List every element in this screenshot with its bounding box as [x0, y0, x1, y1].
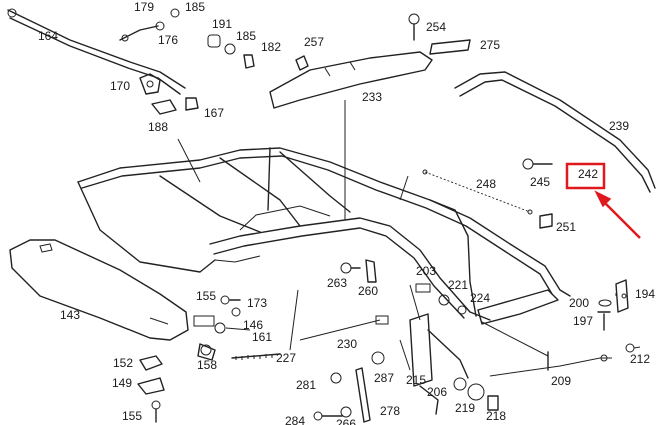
label-212: 212: [630, 352, 650, 366]
label-146: 146: [243, 318, 263, 332]
clip-152: [139, 355, 163, 371]
label-239: 239: [609, 119, 629, 133]
nut-158: [200, 344, 212, 356]
clip-188: [151, 99, 177, 115]
label-263: 263: [327, 276, 347, 290]
cable-230: [299, 315, 389, 341]
bolt-284: [313, 406, 352, 421]
label-278: 278: [380, 404, 400, 418]
hinge-assembly: [409, 283, 499, 415]
label-233: 233: [362, 90, 382, 104]
label-173: 173: [247, 296, 267, 310]
washer-281: [330, 372, 342, 384]
label-260: 260: [358, 284, 378, 298]
trim-panel-233: [269, 51, 433, 109]
label-197: 197: [573, 314, 593, 328]
bracket-149: [137, 377, 165, 395]
label-242: 242: [578, 167, 598, 181]
leader-lines: [177, 100, 641, 371]
label-219: 219: [455, 401, 475, 415]
label-185a: 185: [185, 0, 205, 14]
bumper-167: [185, 97, 199, 111]
label-281: 281: [296, 378, 316, 392]
label-266: 266: [336, 417, 356, 425]
label-155b: 155: [122, 409, 142, 423]
highlight-box: [565, 162, 606, 190]
label-158: 158: [197, 358, 217, 372]
rod-176: [119, 8, 180, 42]
label-218: 218: [486, 409, 506, 423]
washer-200: [598, 299, 612, 307]
nut-287: [371, 351, 385, 365]
clip-257: [295, 55, 309, 71]
highlight-242: [565, 162, 641, 239]
label-227: 227: [276, 351, 296, 365]
label-287: 287: [374, 371, 394, 385]
screw-263: [340, 262, 361, 274]
highlight-arrow-shaft: [599, 197, 641, 239]
fasteners-185-191-182: [207, 34, 255, 69]
strap-278: [355, 367, 371, 423]
hook-260: [365, 259, 377, 283]
label-203: 203: [416, 264, 436, 278]
label-209: 209: [551, 374, 571, 388]
label-215: 215: [406, 373, 426, 387]
screw-254: [408, 13, 420, 41]
label-248: 248: [476, 177, 496, 191]
label-200: 200: [569, 296, 589, 310]
label-245: 245: [530, 175, 550, 189]
screw-197: [597, 311, 611, 331]
label-149: 149: [112, 376, 132, 390]
label-188: 188: [148, 120, 168, 134]
label-155a: 155: [196, 289, 216, 303]
highlight-arrow-head: [594, 190, 612, 208]
bracket-194: [615, 279, 629, 313]
hardware-group-155-173-146-161: [193, 295, 281, 361]
label-152: 152: [113, 356, 133, 370]
label-185b: 185: [236, 29, 256, 43]
label-224: 224: [470, 291, 490, 305]
nut-212: [625, 343, 635, 353]
label-221: 221: [448, 278, 468, 292]
rail-239: [454, 71, 656, 193]
bumper-251: [539, 213, 553, 229]
label-251: 251: [556, 220, 576, 234]
label-206: 206: [427, 385, 447, 399]
rear-panel-143: [9, 239, 189, 341]
cable-209: [489, 351, 612, 377]
strip-275: [429, 39, 471, 55]
part-labels: 179 185 191 185 182 176 164 254 257 275 …: [38, 0, 655, 425]
cable-248: [422, 169, 533, 215]
label-167: 167: [204, 106, 224, 120]
front-bow-164: [7, 8, 186, 95]
screw-245: [522, 158, 553, 170]
label-230: 230: [337, 337, 357, 351]
label-194: 194: [635, 287, 655, 301]
label-275: 275: [480, 38, 500, 52]
label-182: 182: [261, 40, 281, 54]
label-143: 143: [60, 308, 80, 322]
label-170: 170: [110, 79, 130, 93]
label-176: 176: [158, 33, 178, 47]
bracket-170: [139, 73, 161, 95]
label-254: 254: [426, 20, 446, 34]
label-257: 257: [304, 35, 324, 49]
label-164: 164: [38, 29, 58, 43]
label-161: 161: [252, 330, 272, 344]
label-179: 179: [134, 0, 154, 14]
screw-155b: [151, 400, 161, 423]
top-frame-assembly: [77, 147, 571, 325]
label-191: 191: [212, 17, 232, 31]
label-284: 284: [285, 414, 305, 425]
